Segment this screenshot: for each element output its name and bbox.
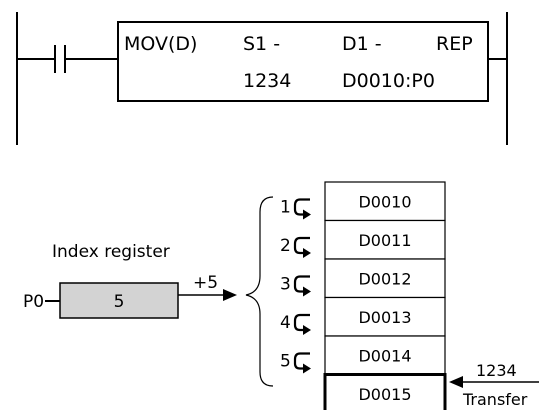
step-number: 1 [280,198,291,218]
register-cell [324,335,446,376]
index-register-group: Index register P0 5 +5 [23,242,237,319]
step-number: 4 [280,313,291,333]
ladder-rung: MOV(D) S1 - D1 - REP 1234 D0010:P0 [16,12,508,145]
curved-arrow-head-icon [303,363,311,374]
rep-label: REP [436,33,473,55]
curved-arrow-head-icon [303,286,311,297]
index-register-caption: Index register [52,242,170,262]
curved-arrow-head-icon [303,325,311,335]
register-cell-label: D0010 [358,192,411,211]
d1-value: D0010:P0 [342,70,435,92]
register-cell [324,258,446,299]
step-number: 3 [280,275,291,295]
register-cell-label: D0012 [358,269,411,288]
offset-label: +5 [193,273,218,293]
register-cell-label: D0013 [358,308,411,327]
instruction-box [117,21,489,102]
transfer-arrow-head [449,376,463,388]
s1-label: S1 - [243,33,280,55]
step-number: 5 [280,352,291,372]
offset-brace [245,196,274,387]
curved-arrow-icon [293,275,310,293]
register-cell [324,296,446,337]
step-markers: 1 2 3 4 5 [280,198,311,374]
register-cell [324,219,446,260]
d1-label: D1 - [342,33,382,55]
transfer-label: Transfer [462,390,528,409]
transfer-value: 1234 [476,361,517,380]
register-cell-label: D0015 [358,385,411,404]
instruction-name: MOV(D) [124,33,197,55]
curved-arrow-icon [293,236,310,255]
index-register-value: 5 [114,292,125,312]
curved-arrow-icon [293,352,310,370]
transfer-group: 1234 Transfer [449,361,539,409]
curved-arrow-head-icon [303,209,311,220]
register-cell-label: D0011 [358,231,411,250]
s1-value: 1234 [243,70,291,92]
offset-arrow-head [223,289,237,301]
index-register-box [59,282,179,319]
index-register-name: P0 [23,292,44,312]
register-cell [324,181,446,222]
register-cell [323,373,447,410]
curved-arrow-head-icon [303,248,311,258]
curved-arrow-icon [293,313,310,332]
curved-arrow-icon [293,198,310,216]
register-cell-label: D0014 [358,346,411,365]
step-number: 2 [280,236,291,256]
